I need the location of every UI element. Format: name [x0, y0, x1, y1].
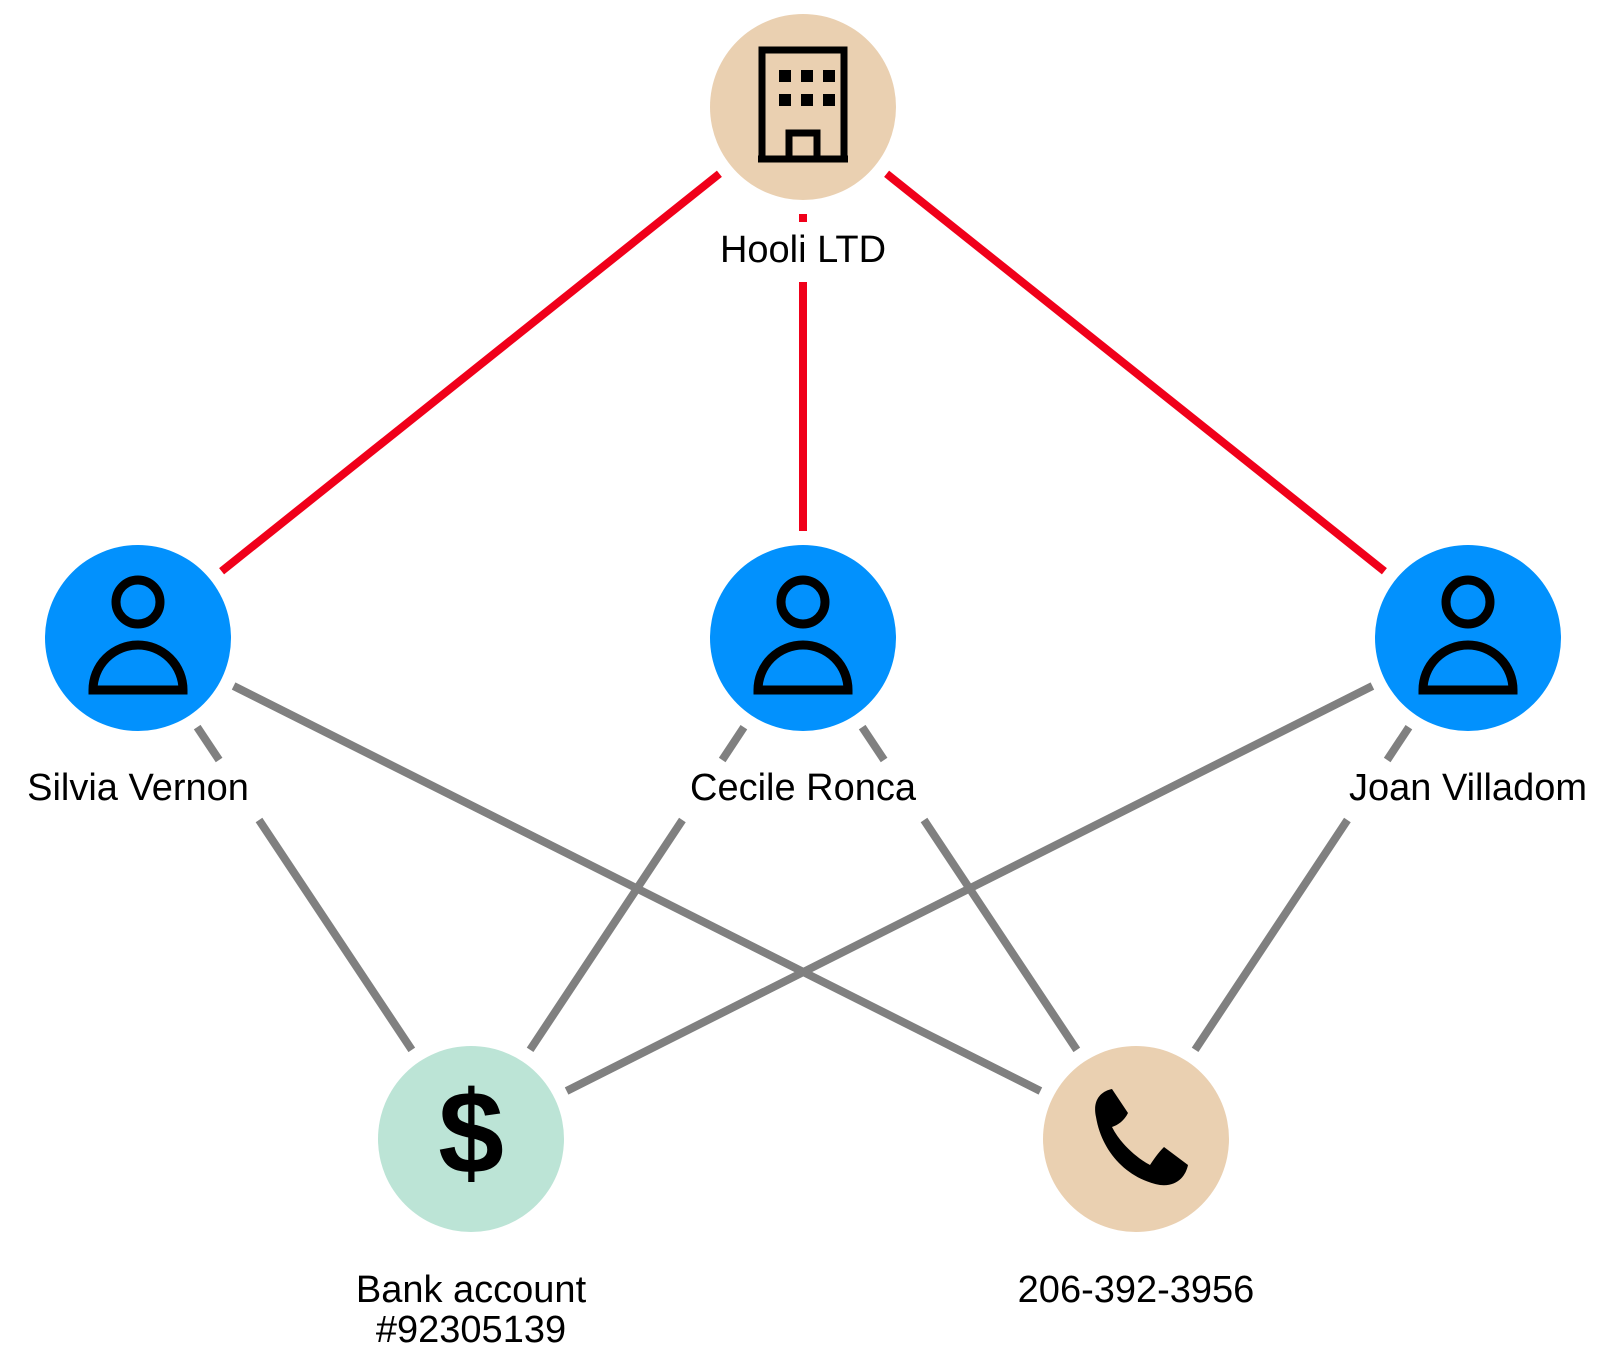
node-phone-label: 206-392-3956 [1018, 1269, 1255, 1311]
edge-silvia-bank-seg-0 [193, 724, 223, 763]
edge-hooli-silvia [219, 170, 722, 575]
node-silvia-label: Silvia Vernon [27, 767, 249, 809]
edge-cecile-phone-seg-0 [858, 724, 888, 763]
node-bank[interactable]: $ Bank account#92305139 [356, 1046, 587, 1351]
node-bank-label-line-2: #92305139 [376, 1309, 566, 1351]
person-icon [1418, 575, 1518, 695]
building-icon [758, 46, 848, 163]
node-cecile-label: Cecile Ronca [690, 767, 917, 809]
node-bank-circle[interactable] [378, 1046, 564, 1232]
dollar-icon: $ [438, 1067, 504, 1199]
edge-joan-bank [564, 682, 1375, 1095]
node-cecile-circle[interactable] [710, 545, 896, 731]
node-silvia-circle[interactable] [45, 545, 231, 731]
edge-cecile-bank-seg-0 [718, 724, 748, 763]
nodes-layer: Hooli LTD Silvia Vernon Cecile Ronca Joan V… [27, 14, 1587, 1351]
person-icon [88, 575, 188, 695]
edges-layer [193, 170, 1413, 1095]
person-icon [753, 575, 853, 695]
node-joan-circle[interactable] [1375, 545, 1561, 731]
node-hooli-label: Hooli LTD [720, 229, 886, 271]
edge-hooli-joan [884, 170, 1387, 575]
phone-icon [1095, 1089, 1188, 1186]
edge-cecile-bank-seg-1 [526, 817, 686, 1053]
edge-cecile-phone-seg-1 [920, 817, 1081, 1053]
edge-joan-phone-seg-1 [1191, 817, 1351, 1053]
node-phone-circle[interactable] [1043, 1046, 1229, 1232]
node-joan[interactable]: Joan Villadom [1349, 545, 1587, 809]
node-joan-label: Joan Villadom [1349, 767, 1587, 809]
node-hooli-circle[interactable] [710, 14, 896, 200]
node-phone[interactable]: 206-392-3956 [1018, 1046, 1255, 1311]
node-silvia[interactable]: Silvia Vernon [27, 545, 249, 809]
edge-silvia-bank-seg-1 [255, 817, 416, 1053]
node-hooli[interactable]: Hooli LTD [710, 14, 896, 271]
svg-text:$: $ [438, 1067, 504, 1199]
node-bank-label-line-1: Bank account [356, 1269, 587, 1311]
edge-joan-phone-seg-0 [1383, 724, 1413, 763]
node-cecile[interactable]: Cecile Ronca [690, 545, 917, 809]
